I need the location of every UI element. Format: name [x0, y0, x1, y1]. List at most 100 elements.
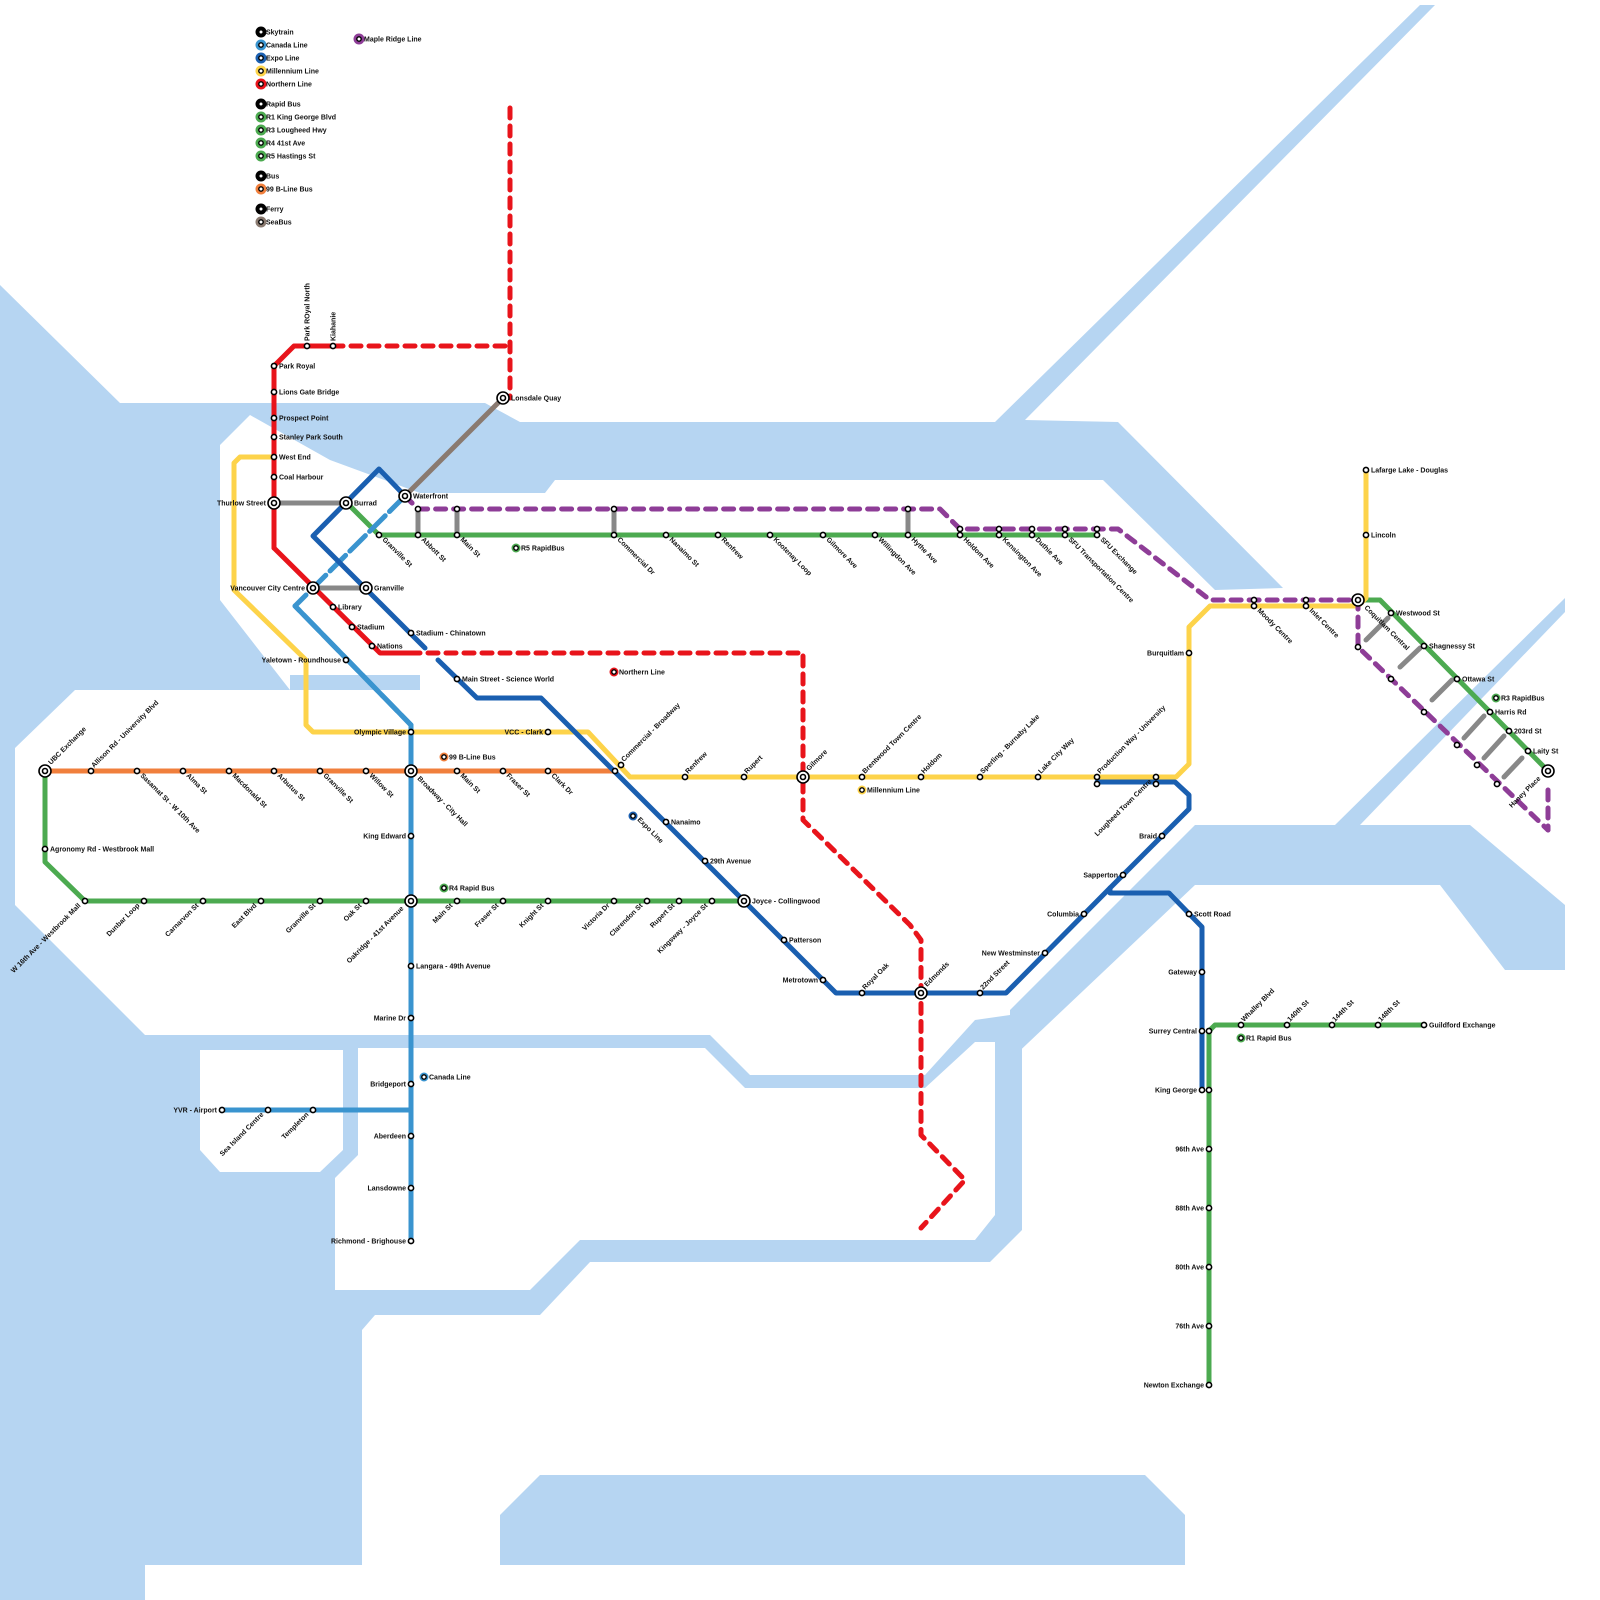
station-allison-rd-university-blvd[interactable]: Allison Rd - University Blvd	[87, 700, 160, 775]
station-kingsway-joyce-st[interactable]: Kingsway - Joyce St	[657, 897, 716, 955]
station-west-end[interactable]: West End	[270, 453, 311, 462]
station-96th-ave[interactable]: 96th Ave	[1175, 1145, 1213, 1154]
station-haney-place[interactable]: Haney Place	[1508, 764, 1555, 810]
station-granville-st[interactable]: Granville St	[316, 767, 355, 805]
station-lions-gate-bridge[interactable]: Lions Gate Bridge	[270, 388, 339, 397]
station-ottawa-st[interactable]: Ottawa St	[1453, 675, 1495, 684]
station-stadium[interactable]: Stadium	[348, 623, 385, 632]
station-80th-ave[interactable]: 80th Ave	[1175, 1263, 1213, 1272]
station-king-george[interactable]: King George	[1155, 1086, 1206, 1095]
station-library[interactable]: Library	[329, 603, 362, 612]
station-marker[interactable]	[1493, 780, 1501, 788]
station-marker[interactable]	[1420, 708, 1428, 716]
station-joyce-collingwood[interactable]: Joyce - Collingwood	[737, 894, 820, 908]
station-prospect-point[interactable]: Prospect Point	[270, 414, 329, 423]
station-carnarvon-st[interactable]: Carnarvon St	[164, 897, 207, 939]
station-westwood-st[interactable]: Westwood St	[1387, 609, 1440, 618]
station-surrey-central[interactable]: Surrey Central	[1149, 1027, 1206, 1036]
station-burrad[interactable]: Burrad	[339, 496, 377, 510]
station-lafarge-lake-douglas[interactable]: Lafarge Lake - Douglas	[1362, 466, 1448, 475]
station-76th-ave[interactable]: 76th Ave	[1175, 1322, 1213, 1331]
station-park-royal-north[interactable]: Park ROyal North	[303, 283, 312, 350]
station-thurlow-street[interactable]: Thurlow Street	[217, 496, 281, 510]
station-marker[interactable]	[414, 505, 422, 513]
station-dunbar-loop[interactable]: Dunbar Loop	[106, 897, 148, 938]
station-metrotown[interactable]: Metrotown	[783, 976, 827, 985]
station-marker[interactable]	[1250, 596, 1258, 604]
station-stanley-park-south[interactable]: Stanley Park South	[270, 433, 343, 442]
station-marine-dr[interactable]: Marine Dr	[374, 1014, 415, 1023]
station-marker[interactable]	[1387, 675, 1395, 683]
station-yvr-airport[interactable]: YVR - Airport	[173, 1106, 226, 1115]
station-waterfront[interactable]: Waterfront	[398, 489, 449, 503]
station-yaletown-roundhouse[interactable]: Yaletown - Roundhouse	[262, 656, 350, 665]
station-commercial-broadway[interactable]: Commercial - Broadway	[617, 702, 682, 769]
station-willingdon-ave[interactable]: Willingdon Ave	[871, 531, 917, 577]
station-nanaimo-st[interactable]: Nanaimo St	[662, 531, 700, 569]
station-moody-centre[interactable]: Moody Centre	[1250, 602, 1294, 645]
station-sperling-burnaby-lake[interactable]: Sperling - Burnaby Lake	[976, 713, 1041, 781]
station-broadway-city-hall[interactable]: Broadway - City Hall	[404, 764, 468, 828]
station-marker[interactable]	[1473, 761, 1481, 769]
station-king-edward[interactable]: King Edward	[363, 832, 415, 841]
station-lincoln[interactable]: Lincoln	[1362, 531, 1396, 540]
station-langara-49th-avenue[interactable]: Langara - 49th Avenue	[407, 962, 491, 971]
station-marker[interactable]	[956, 525, 964, 533]
station-shagnessy-st[interactable]: Shagnessy St	[1420, 642, 1476, 651]
station-marker[interactable]	[611, 767, 619, 775]
station-marker[interactable]	[1453, 741, 1461, 749]
station-nanaimo[interactable]: Nanaimo	[662, 818, 701, 827]
station-commercial-dr[interactable]: Commercial Dr	[610, 531, 656, 577]
station-macdonald-st[interactable]: Macdonald St	[225, 767, 268, 810]
station-park-royal[interactable]: Park Royal	[270, 362, 315, 371]
station-marker[interactable]	[1302, 596, 1310, 604]
station-vancouver-city-centre[interactable]: Vancouver City Centre	[230, 581, 320, 595]
station-marker[interactable]	[1061, 525, 1069, 533]
station-marker[interactable]	[1354, 643, 1362, 651]
station-clarendon-st[interactable]: Clarendon St	[609, 897, 651, 938]
station-203rd-st[interactable]: 203rd St	[1505, 727, 1542, 736]
station-marker[interactable]	[1205, 1086, 1213, 1094]
station-scott-road[interactable]: Scott Road	[1185, 910, 1231, 919]
station-88th-ave[interactable]: 88th Ave	[1175, 1204, 1213, 1213]
station-marker[interactable]	[1093, 525, 1101, 533]
station-granville[interactable]: Granville	[359, 581, 404, 595]
station-marker[interactable]	[610, 505, 618, 513]
station-duthie-ave[interactable]: Duthie Ave	[1028, 531, 1064, 567]
station-marker[interactable]	[1093, 780, 1101, 788]
station-sapperton[interactable]: Sapperton	[1083, 871, 1127, 880]
station-gateway[interactable]: Gateway	[1168, 968, 1206, 977]
station-marker[interactable]	[1152, 780, 1160, 788]
station-bridgeport[interactable]: Bridgeport	[370, 1080, 415, 1089]
station-aberdeen[interactable]: Aberdeen	[374, 1132, 415, 1141]
station-main-street-science-world[interactable]: Main Street - Science World	[453, 675, 554, 684]
station-whalley-blvd[interactable]: Whalley Blvd	[1237, 988, 1276, 1029]
station-stadium-chinatown[interactable]: Stadium - Chinatown	[407, 629, 486, 638]
station-production-way-university[interactable]: Production Way - University	[1093, 705, 1167, 781]
station-lonsdale-quay[interactable]: Lonsdale Quay	[496, 391, 561, 405]
station-inlet-centre[interactable]: Inlet Centre	[1302, 602, 1340, 640]
station-holdom-ave[interactable]: Holdom Ave	[956, 531, 995, 570]
station-new-westminster[interactable]: New Westminster	[982, 949, 1049, 958]
station-sfu-transportation-centre[interactable]: SFU Transportation Centre	[1061, 531, 1135, 604]
station-marker[interactable]	[453, 505, 461, 513]
station-kiahanie[interactable]: Kiahanie	[329, 312, 338, 350]
station-vcc-clark[interactable]: VCC - Clark	[504, 728, 552, 737]
station-granville-st[interactable]: Granville St	[375, 531, 414, 569]
station-lake-city-way[interactable]: Lake City Way	[1034, 737, 1076, 781]
station-nations[interactable]: Nations	[368, 642, 403, 651]
station-marker[interactable]	[904, 505, 912, 513]
station-marker[interactable]	[995, 525, 1003, 533]
station-laity-st[interactable]: Laity St	[1524, 747, 1559, 756]
station-braid[interactable]: Braid	[1139, 832, 1166, 841]
station-guildford-exchange[interactable]: Guildford Exchange	[1420, 1021, 1496, 1030]
station-olympic-village[interactable]: Olympic Village	[354, 728, 415, 737]
station-patterson[interactable]: Patterson	[780, 936, 821, 945]
station-coal-harbour[interactable]: Coal Harbour	[270, 473, 324, 482]
station-granville-st[interactable]: Granville St	[285, 897, 324, 935]
station-burquitlam[interactable]: Burquitlam	[1147, 649, 1193, 658]
station-richmond-brighouse[interactable]: Richmond - Brighouse	[331, 1237, 415, 1246]
station-gilmore-ave[interactable]: Gilmore Ave	[819, 531, 858, 570]
station-columbia[interactable]: Columbia	[1047, 910, 1088, 919]
station-marker[interactable]	[1205, 1027, 1213, 1035]
